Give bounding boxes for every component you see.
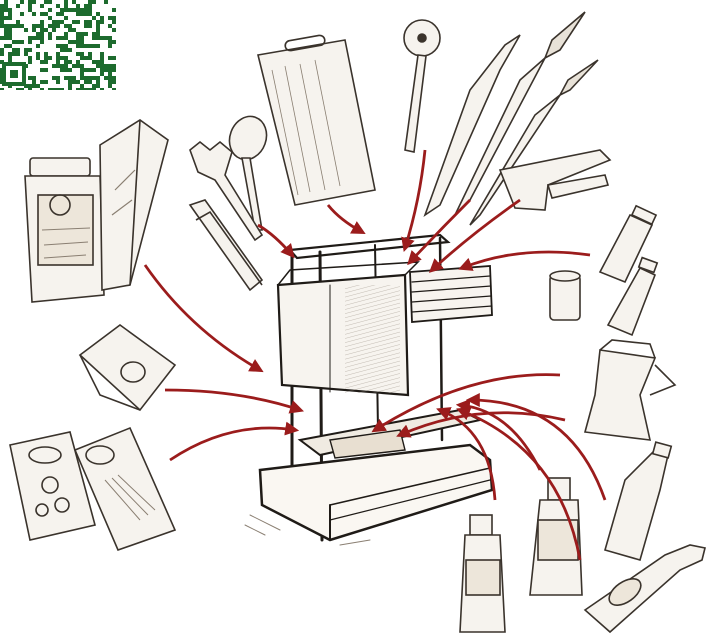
pasta-box-icon [100,120,168,290]
wine-bottle-icon [585,545,705,632]
pizza-cutter-icon [404,20,440,152]
cutting-board-icon [258,35,375,205]
food-packet-icon [75,428,175,550]
jar-icon [25,158,104,302]
bottle-icon [460,515,505,632]
spice-jar-icon [550,271,580,320]
tongs-icon [190,200,262,290]
moka-pot-icon [585,340,675,440]
tea-box-icon [80,325,175,410]
bottle-icon [605,442,671,560]
